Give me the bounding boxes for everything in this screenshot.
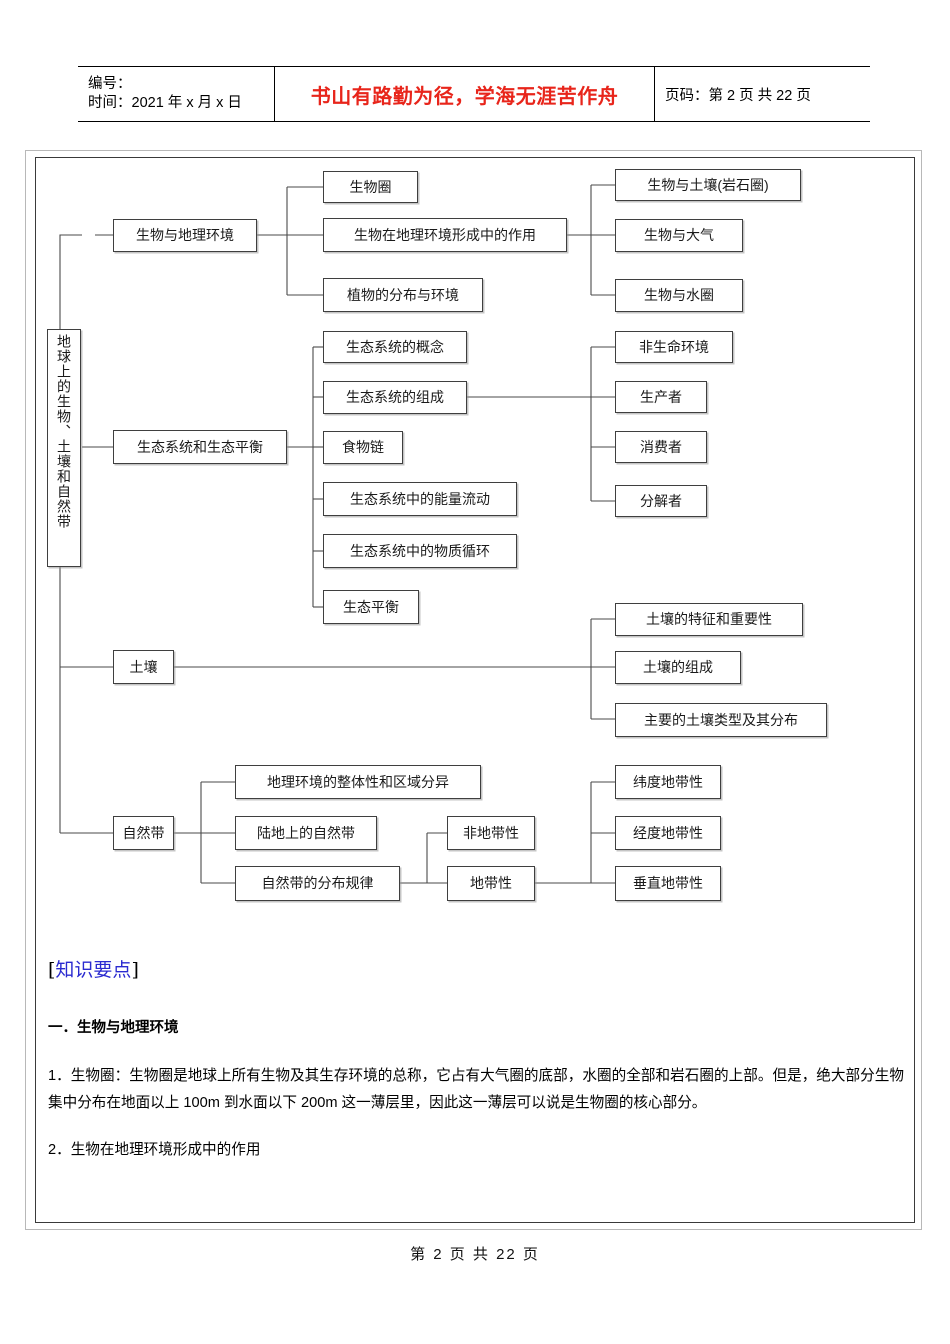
header-page-info: 页码：第 2 页 共 22 页 [665,87,811,104]
diagram-node-zone-child-2: 自然带的分布规律 [235,866,400,901]
diagram-node-eco-child-3: 生态系统中的能量流动 [323,482,517,516]
page-footer: 第 2 页 共 22 页 [410,1246,540,1263]
diagram-node-bio-grandchild-2: 生物与水圈 [615,279,743,312]
diagram-node-bio-child-2: 植物的分布与环境 [323,278,483,312]
bracket-open: [ [48,959,56,981]
header-number-label: 编号： [88,75,132,92]
header-motto: 书山有路勤为径，学海无涯苦作舟 [310,83,619,108]
diagram-node-bio-grandchild-0: 生物与土壤(岩石圈) [615,169,801,201]
diagram-node-soil-child-0: 土壤的特征和重要性 [615,603,803,636]
diagram-node-zone-ggchild-0: 纬度地带性 [615,765,721,799]
diagram-node-eco-child-0: 生态系统的概念 [323,331,467,363]
diagram-node-zone-grandchild-1: 地带性 [447,866,535,901]
diagram-node-bio-child-0: 生物圈 [323,171,418,203]
knowledge-points-label: 知识要点 [55,959,132,981]
bracket-close: ] [131,959,139,981]
diagram-node-eco-child-5: 生态平衡 [323,590,419,624]
diagram-node-bio-branch: 生物与地理环境 [113,219,257,252]
diagram-node-root: 地球上的生物、土壤和自然带 [47,329,81,567]
diagram-node-eco-grandchild-1: 生产者 [615,381,707,413]
diagram-node-eco-grandchild-0: 非生命环境 [615,331,733,363]
diagram-node-zone-grandchild-0: 非地带性 [447,816,535,850]
diagram-node-zone-branch: 自然带 [113,816,174,850]
header-cell-motto: 书山有路勤为径，学海无涯苦作舟 [275,67,655,121]
knowledge-structure-diagram: 地球上的生物、土壤和自然带 生物与地理环境 生物圈 生物在地理环境形成中的作用 … [35,157,915,917]
diagram-node-eco-child-1: 生态系统的组成 [323,381,467,414]
page-frame-outer [25,150,922,1230]
diagram-node-bio-child-1: 生物在地理环境形成中的作用 [323,218,567,252]
document-body: [知识要点] 一．生物与地理环境 1．生物圈：生物圈是地球上所有生物及其生存环境… [48,955,904,1164]
diagram-node-soil-child-2: 主要的土壤类型及其分布 [615,703,827,737]
diagram-node-eco-grandchild-2: 消费者 [615,431,707,463]
header-cell-meta: 编号： 时间：2021 年 x 月 x 日 [78,67,275,121]
header-table: 编号： 时间：2021 年 x 月 x 日 书山有路勤为径，学海无涯苦作舟 页码… [78,66,870,122]
diagram-node-zone-ggchild-2: 垂直地带性 [615,866,721,901]
paragraph-1: 1．生物圈：生物圈是地球上所有生物及其生存环境的总称，它占有大气圈的底部，水圈的… [48,1068,904,1112]
diagram-node-soil-child-1: 土壤的组成 [615,651,741,684]
page-frame-inner [35,157,915,1223]
section-1-title: 一．生物与地理环境 [48,1020,179,1036]
diagram-node-zone-child-1: 陆地上的自然带 [235,816,377,850]
header-time-label: 时间：2021 年 x 月 x 日 [88,95,242,111]
diagram-node-eco-grandchild-3: 分解者 [615,485,707,517]
diagram-node-soil-branch: 土壤 [113,650,174,684]
diagram-node-bio-grandchild-1: 生物与大气 [615,219,743,252]
diagram-node-zone-child-0: 地理环境的整体性和区域分异 [235,765,481,799]
header-cell-pageinfo: 页码：第 2 页 共 22 页 [655,67,870,121]
diagram-node-eco-branch: 生态系统和生态平衡 [113,430,287,464]
paragraph-2: 2．生物在地理环境形成中的作用 [48,1142,261,1159]
diagram-node-zone-ggchild-1: 经度地带性 [615,816,721,850]
knowledge-points-heading: [知识要点] [48,955,904,982]
diagram-node-eco-child-2: 食物链 [323,431,403,464]
diagram-node-eco-child-4: 生态系统中的物质循环 [323,534,517,568]
